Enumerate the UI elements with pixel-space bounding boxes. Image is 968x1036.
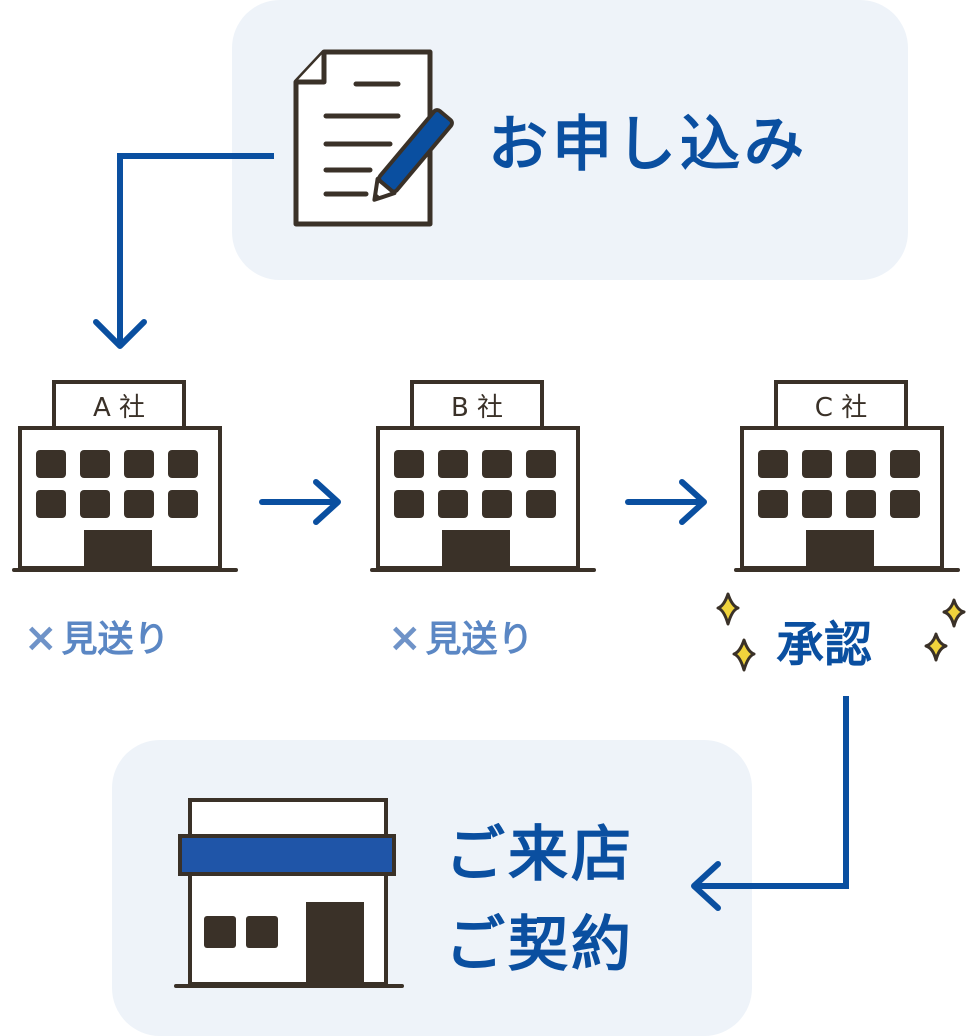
office-building-icon: B 社 [370, 380, 596, 572]
sparkle-icon [716, 592, 756, 672]
document-pen-icon [293, 49, 454, 227]
office-building-icon: A 社 [12, 380, 238, 572]
store-contract-label: ご契約 [445, 910, 634, 980]
arrow-icon [259, 479, 341, 525]
storefront-icon [174, 798, 404, 988]
company-name-c: C 社 [815, 393, 867, 423]
status-company-c: 承認 [776, 617, 873, 673]
cross-icon: × [388, 615, 422, 661]
application-title: お申し込み [488, 110, 808, 180]
status-company-a: ×見送り [24, 610, 170, 662]
arrow-icon [625, 479, 707, 525]
status-company-b: ×見送り [388, 610, 534, 662]
cross-icon: × [24, 615, 58, 661]
sparkle-icon [924, 598, 966, 662]
status-label: 見送り [425, 619, 534, 660]
status-label: 見送り [61, 619, 170, 660]
company-name-a: A 社 [93, 393, 145, 423]
company-name-b: B 社 [451, 393, 503, 423]
office-building-icon: C 社 [734, 380, 960, 572]
store-visit-label: ご来店 [445, 820, 634, 890]
